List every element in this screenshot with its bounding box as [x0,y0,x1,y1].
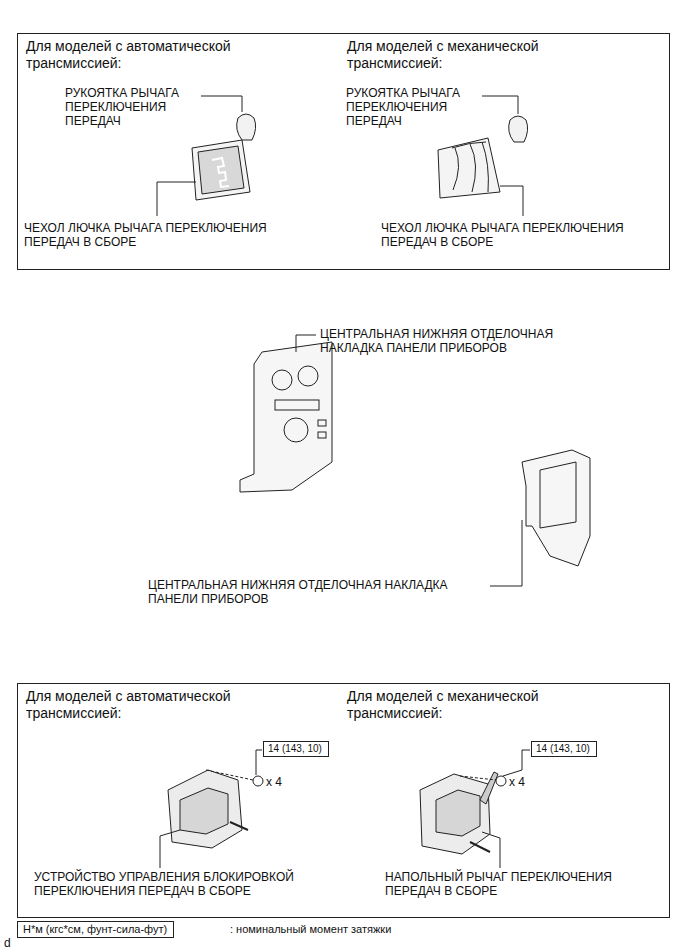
group-heading: Для моделей с автоматической трансмиссие… [26,688,266,722]
unit-text: Н*м (кгс*см, фунт-сила-фут) [23,923,167,935]
part-label: РУКОЯТКА РЫЧАГА ПЕРЕКЛЮЧЕНИЯ ПЕРЕДАЧ [346,86,486,128]
part-label: ЧЕХОЛ ЛЮЧКА РЫЧАГА ПЕРЕКЛЮЧЕНИЯ ПЕРЕДАЧ … [24,221,324,249]
part-label: НАПОЛЬНЫЙ РЫЧАГ ПЕРЕКЛЮЧЕНИЯ ПЕРЕДАЧ В С… [385,870,655,898]
torque-value: 14 (143, 10) [536,743,590,754]
part-label: ЦЕНТРАЛЬНАЯ НИЖНЯЯ ОТДЕЛОЧНАЯ НАКЛАДКА П… [320,327,600,355]
group-heading: Для моделей с механической трансмиссией: [347,38,587,72]
legend-box: Н*м (кгс*см, фунт-сила-фут) [17,921,174,938]
torque-box: 14 (143, 10) [263,741,329,757]
quantity-label: x 4 [266,775,282,789]
legend-text: : номинальный момент затяжки [230,923,391,936]
quantity-label: x 4 [509,775,525,789]
part-label: ЧЕХОЛ ЛЮЧКА РЫЧАГА ПЕРЕКЛЮЧЕНИЯ ПЕРЕДАЧ … [381,221,666,249]
torque-value: 14 (143, 10) [268,743,322,754]
group-heading: Для моделей с автоматической трансмиссие… [26,38,266,72]
part-label: РУКОЯТКА РЫЧАГА ПЕРЕКЛЮЧЕНИЯ ПЕРЕДАЧ [65,86,205,128]
group-heading: Для моделей с механической трансмиссией: [347,688,587,722]
figure-code: d [4,936,11,950]
part-label: УСТРОЙСТВО УПРАВЛЕНИЯ БЛОКИРОВКОЙ ПЕРЕКЛ… [34,870,334,898]
part-label: ЦЕНТРАЛЬНАЯ НИЖНЯЯ ОТДЕЛОЧНАЯ НАКЛАДКА П… [148,578,488,606]
torque-box: 14 (143, 10) [531,741,597,757]
